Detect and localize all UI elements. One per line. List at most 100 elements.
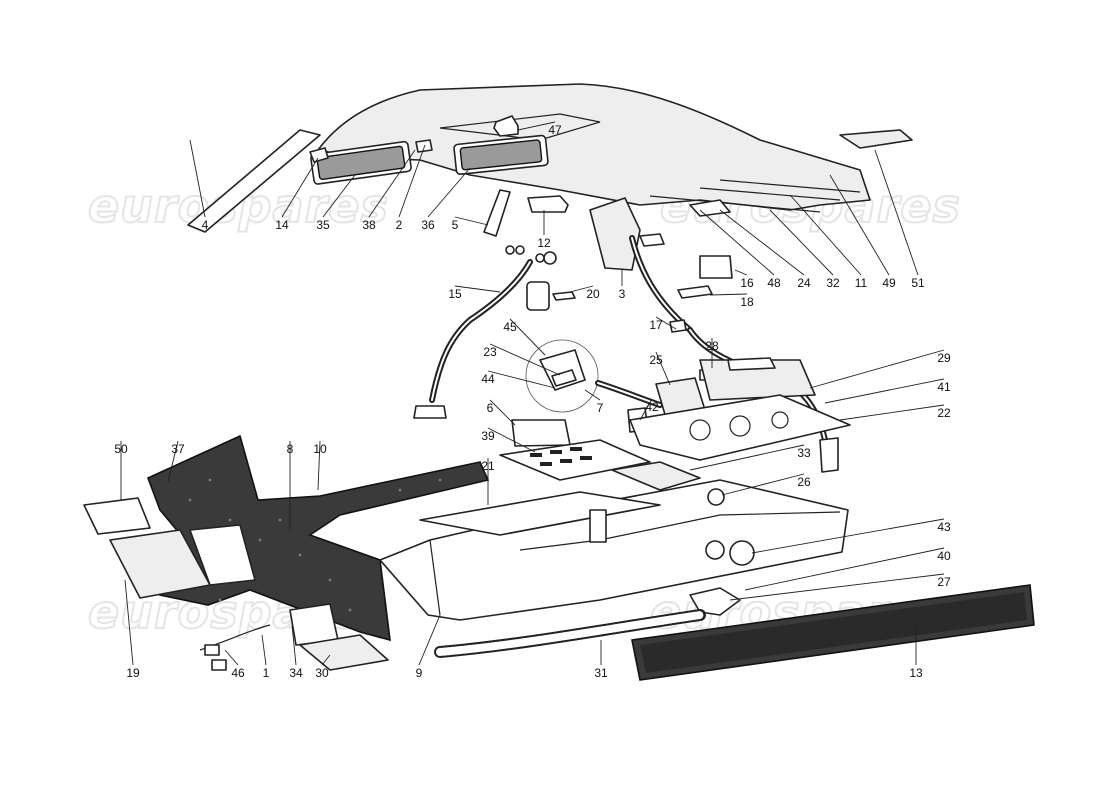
part-callout-24: 24 (797, 276, 811, 290)
callout-leader (224, 649, 239, 666)
part-callout-17: 17 (649, 318, 663, 332)
callout-leader (167, 440, 179, 483)
callout-leader (729, 573, 945, 601)
callout-leader (709, 293, 748, 296)
console-upper-panel (629, 394, 851, 461)
callout-leader (744, 547, 945, 591)
part-callout-48: 48 (767, 276, 781, 290)
part-callout-40: 40 (937, 549, 951, 563)
sun-visor-left-pad (316, 145, 406, 181)
callout-leader (291, 624, 297, 666)
callout-leader (789, 194, 862, 276)
part-callout-33: 33 (797, 446, 811, 460)
belt-retractor (526, 281, 550, 311)
part-callout-39: 39 (481, 429, 495, 443)
headliner-panel (317, 83, 871, 211)
part-callout-51: 51 (911, 276, 925, 290)
part-callout-18: 18 (740, 295, 754, 309)
part-callout-9: 9 (416, 666, 423, 680)
part-callout-25: 25 (649, 353, 663, 367)
headliner-assembly (187, 83, 913, 271)
callout-leader (489, 399, 516, 426)
callout-leader (721, 473, 805, 496)
part-callout-16: 16 (740, 276, 754, 290)
part-callout-44: 44 (481, 372, 495, 386)
part-callout-42: 42 (645, 400, 659, 414)
part-callout-49: 49 (882, 276, 896, 290)
part-callout-2: 2 (396, 218, 403, 232)
callout-leader (261, 634, 267, 666)
part-callout-38: 38 (362, 218, 376, 232)
callout-leader (427, 167, 471, 218)
callout-leader (639, 398, 653, 421)
heater-duct-plate (299, 634, 389, 671)
callout-leader (769, 209, 834, 276)
callout-leader (454, 285, 501, 293)
callout-leader (874, 149, 919, 276)
callout-leader (368, 149, 416, 218)
part-callout-22: 22 (937, 406, 951, 420)
console-cover (611, 461, 701, 491)
callout-leader (418, 614, 441, 666)
callout-leader (734, 269, 748, 276)
part-callout-13: 13 (909, 666, 923, 680)
part-callout-28: 28 (705, 339, 719, 353)
dome-lamp (493, 115, 519, 137)
trim-bracket (839, 129, 913, 149)
part-callout-26: 26 (797, 475, 811, 489)
part-callout-19: 19 (126, 666, 140, 680)
callout-leader (322, 174, 356, 218)
callout-leader (281, 157, 319, 218)
callout-leader (569, 285, 594, 293)
part-callout-5: 5 (452, 218, 459, 232)
part-callout-31: 31 (594, 666, 608, 680)
part-callout-29: 29 (937, 351, 951, 365)
switch-panel (499, 439, 651, 481)
part-callout-46: 46 (231, 666, 245, 680)
rear-sill-carpet (631, 584, 1035, 681)
callout-leader (751, 518, 945, 554)
b-pillar-trim (483, 189, 511, 237)
callout-leader (454, 216, 489, 226)
callout-leader (487, 427, 536, 453)
part-callout-3: 3 (619, 287, 626, 301)
storage-pocket (511, 419, 571, 447)
callout-leader (829, 174, 890, 276)
part-callout-41: 41 (937, 380, 951, 394)
a-pillar-trim (187, 129, 321, 233)
part-callout-10: 10 (313, 442, 327, 456)
part-callout-23: 23 (483, 345, 497, 359)
callout-leader (489, 343, 561, 376)
callout-leader (824, 378, 945, 404)
seat-belt-assembly (413, 233, 851, 491)
part-callout-47: 47 (548, 123, 562, 137)
callout-leader (321, 654, 331, 666)
callout-leader (655, 351, 671, 386)
callout-leader (517, 121, 556, 131)
callout-leader (509, 318, 546, 356)
part-callout-20: 20 (586, 287, 600, 301)
part-callout-11: 11 (855, 276, 868, 290)
part-callout-6: 6 (487, 401, 494, 415)
c-pillar-trim (589, 197, 641, 271)
callout-leader (189, 139, 206, 218)
callout-leader (124, 579, 134, 666)
callout-leader (719, 209, 805, 276)
sun-visor-right-pad (459, 139, 543, 171)
callout-leader (317, 440, 321, 491)
part-callout-36: 36 (421, 218, 435, 232)
part-callout-30: 30 (315, 666, 329, 680)
part-callout-12: 12 (537, 236, 551, 250)
part-callout-1: 1 (263, 666, 270, 680)
part-callout-27: 27 (937, 575, 951, 589)
part-callout-32: 32 (826, 276, 840, 290)
part-callout-35: 35 (316, 218, 330, 232)
part-callout-14: 14 (275, 218, 289, 232)
callout-leader (689, 444, 805, 471)
callout-leader (398, 144, 426, 218)
callout-leader (699, 209, 775, 276)
callout-leader (839, 404, 945, 421)
sill-plate (83, 497, 151, 535)
part-callout-50: 50 (114, 442, 128, 456)
